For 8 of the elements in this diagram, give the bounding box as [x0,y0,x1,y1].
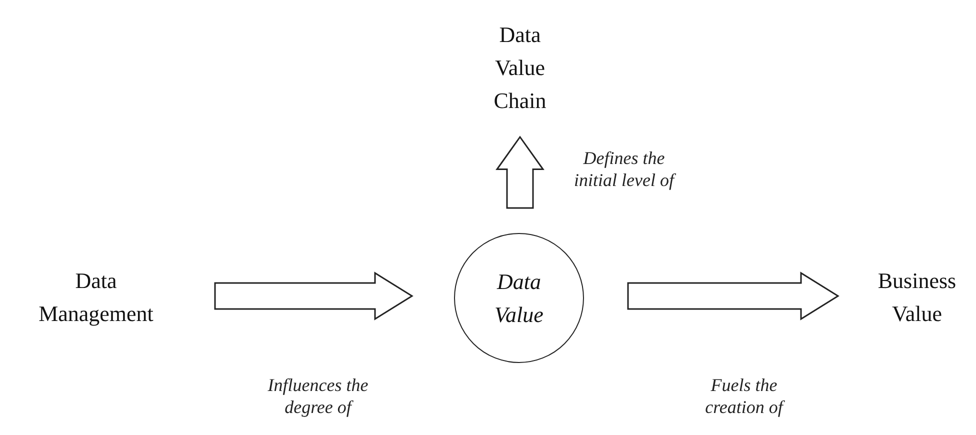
block-arrow [627,272,840,320]
concept-label: Data Value Chain [492,20,548,114]
node-label: Data Value [494,268,544,329]
concept-label: Business Value [876,267,958,328]
concept-label: Data Management [38,267,154,328]
circle-node [454,233,584,363]
block-arrow [496,136,544,209]
block-arrow [214,272,414,320]
